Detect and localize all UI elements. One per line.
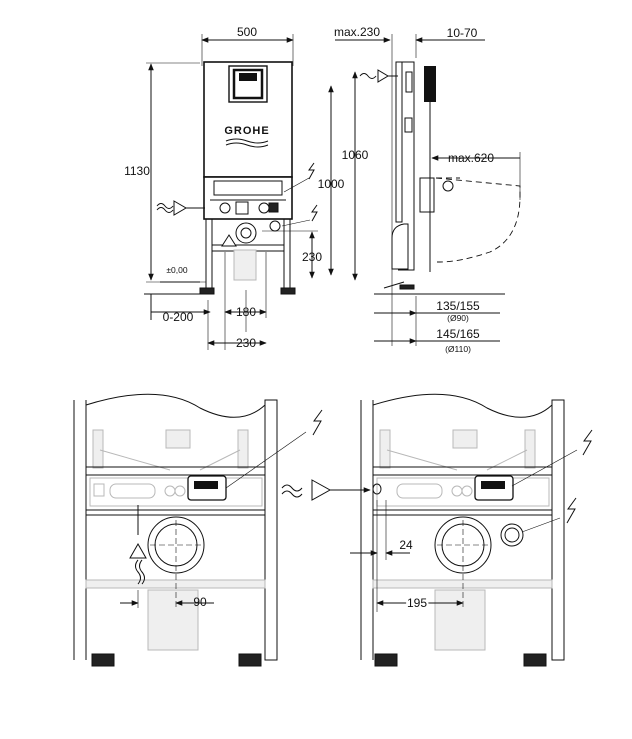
dim-offset-195: 195 [407,596,427,610]
dim-max230: max.230 [334,25,380,39]
dim-height-1060: 1060 [342,148,369,162]
dim-offset-90: 90 [193,595,207,609]
dim-offset-230: 230 [236,336,256,350]
floor-level: ±0,00 [166,265,187,275]
dim-height-230: 230 [302,250,322,264]
dim-drain-145-165: 145/165 [436,327,480,341]
dim-offset-180: 180 [236,305,256,319]
side-view: max.230 10-70 1060 max.620 [334,25,521,354]
detail-right: 24 195 [281,393,593,667]
dim-max620: max.620 [448,151,494,165]
dim-width: 500 [237,25,257,39]
detail-left: 90 [73,393,323,667]
front-view: 500 GROHE [124,25,345,350]
dim-height-1000: 1000 [318,177,345,191]
dim-floor-range: 0-200 [163,310,194,324]
dim-offset-24: 24 [399,538,413,552]
grohe-logo: GROHE [224,125,269,137]
dim-drain-d90: (Ø90) [447,313,469,323]
dim-height-1130: 1130 [124,164,150,178]
dim-drain-135-155: 135/155 [436,299,480,313]
dim-drain-d110: (Ø110) [445,344,471,354]
dim-wall-range: 10-70 [447,26,478,40]
